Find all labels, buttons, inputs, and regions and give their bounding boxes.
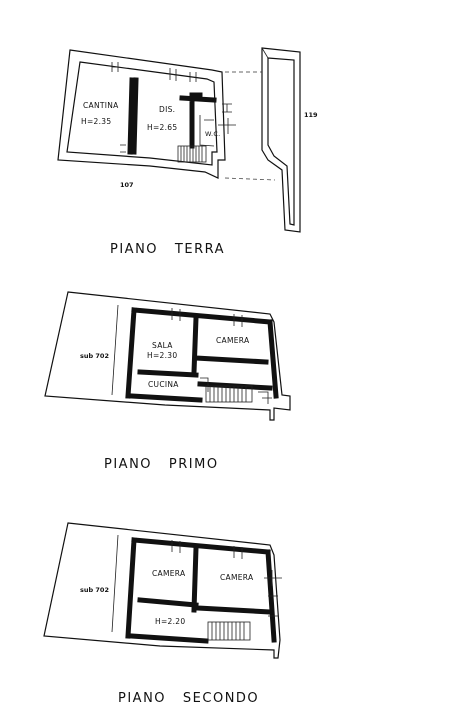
room-height-sala: H=2.30 [147, 351, 177, 360]
plan-piano-secondo: sub 702 CAMERA CAMERA H=2.20 PIANO SECON… [43, 522, 282, 706]
left-parcel-wall [111, 534, 119, 633]
boundary-line [224, 71, 276, 181]
interior-wall-thin [199, 115, 215, 147]
window-marks [171, 308, 272, 404]
plan-piano-terra: CANTINA H=2.35 DIS. H=2.65 W.C. 107 119 … [57, 47, 318, 257]
outer-wall [43, 522, 281, 659]
room-label-dis: DIS. [159, 105, 175, 114]
staircase [207, 621, 251, 641]
plan-piano-primo: sub 702 SALA H=2.30 CAMERA CUCINA PIANO … [44, 291, 291, 472]
floor-title-piano-terra: PIANO TERRA [110, 242, 225, 257]
room-height-secondo: H=2.20 [155, 617, 185, 626]
room-label-sala: SALA [152, 341, 173, 350]
room-label-camera: CAMERA [216, 336, 250, 345]
parcel-number-119: 119 [304, 111, 318, 119]
exterior-wall [125, 537, 277, 643]
interior-wall [129, 545, 273, 644]
window-marks [111, 62, 236, 153]
outer-wall [44, 291, 291, 421]
staircase [177, 145, 207, 163]
window-marks [171, 540, 282, 617]
parcel-label-sub-702: sub 702 [80, 352, 109, 360]
floor-title-piano-primo: PIANO PRIMO [104, 457, 219, 472]
adjoining-building-119 [261, 47, 301, 233]
floor-title-piano-secondo: PIANO SECONDO [118, 691, 259, 706]
room-label-camera-right: CAMERA [220, 573, 254, 582]
interior-wall [129, 315, 273, 403]
room-label-cucina: CUCINA [148, 380, 179, 389]
room-height-cantina: H=2.35 [81, 117, 111, 126]
interior-wall [127, 77, 217, 155]
room-label-wc: W.C. [205, 130, 221, 138]
room-label-camera-left: CAMERA [152, 569, 186, 578]
outer-wall [57, 49, 226, 179]
parcel-label-sub-702: sub 702 [80, 586, 109, 594]
staircase [205, 385, 253, 403]
left-parcel-wall [111, 304, 119, 396]
room-height-dis: H=2.65 [147, 123, 177, 132]
room-label-cantina: CANTINA [83, 101, 119, 110]
exterior-wall [125, 307, 279, 399]
parcel-number-107: 107 [120, 181, 134, 189]
